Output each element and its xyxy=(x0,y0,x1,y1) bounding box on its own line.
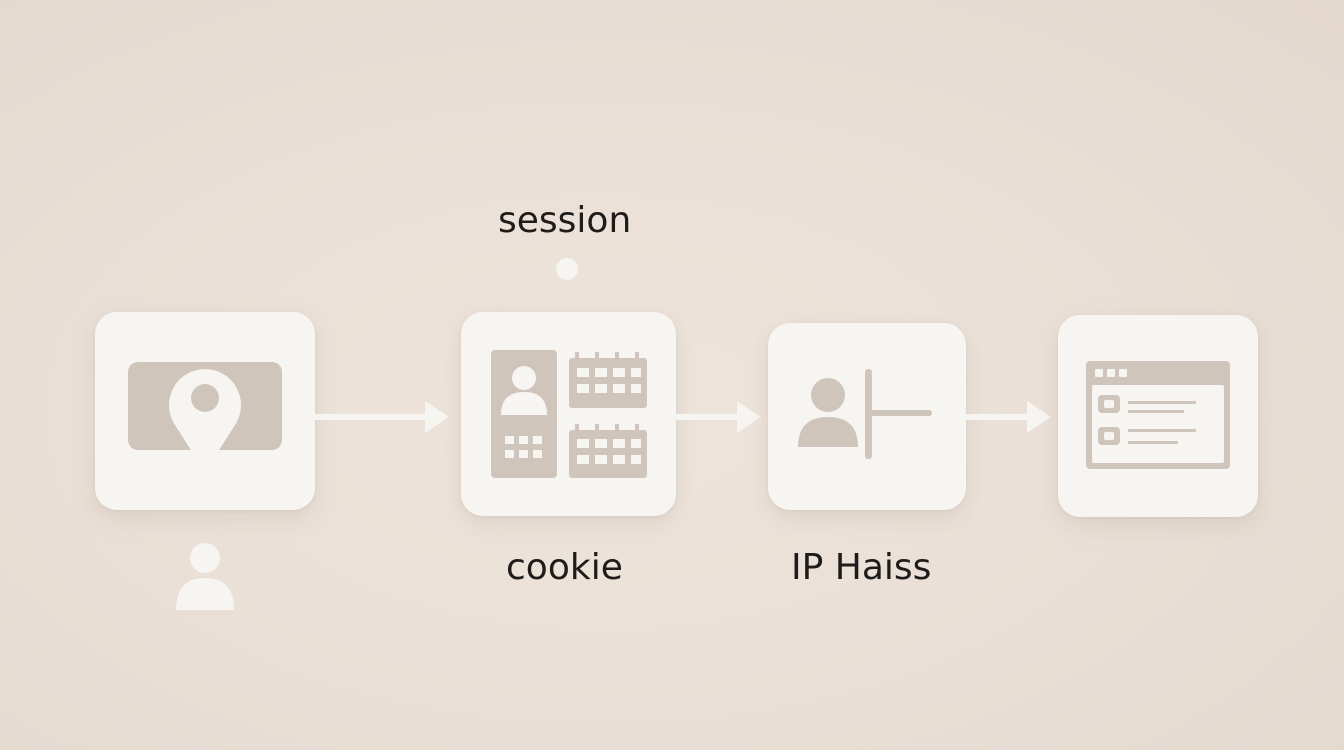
ip-label: IP Haiss xyxy=(791,547,932,588)
session-label: session xyxy=(498,200,632,241)
location-pin-icon xyxy=(128,362,282,472)
arrow-1 xyxy=(313,401,449,433)
arrow-3 xyxy=(965,401,1051,433)
arrow-2 xyxy=(675,401,761,433)
user-icon xyxy=(176,543,234,610)
location-card xyxy=(95,312,315,510)
ip-card xyxy=(768,323,966,510)
browser-card xyxy=(1058,315,1258,517)
dot-icon xyxy=(556,258,578,280)
user-calendar-grid-icon xyxy=(491,350,647,478)
cookie-card xyxy=(461,312,676,516)
cookie-label: cookie xyxy=(506,547,623,588)
browser-window-icon xyxy=(1086,361,1230,469)
user-divider-icon xyxy=(798,369,932,459)
